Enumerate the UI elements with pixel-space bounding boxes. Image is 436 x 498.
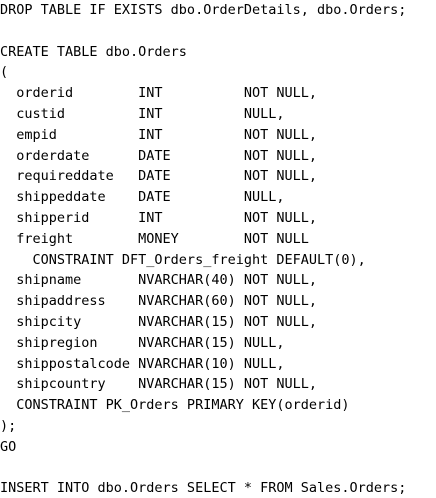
code-line: shippostalcode NVARCHAR(10) NULL, [0, 355, 285, 372]
code-line: shipregion NVARCHAR(15) NULL, [0, 334, 285, 351]
code-line: shipcity NVARCHAR(15) NOT NULL, [0, 314, 317, 330]
code-line: CONSTRAINT DFT_Orders_freight DEFAULT(0)… [0, 251, 366, 268]
code-line: shipcountry NVARCHAR(15) NOT NULL, [0, 376, 317, 393]
code-line: shipname NVARCHAR(40) NOT NULL, [0, 272, 317, 289]
code-line: orderid INT NOT NULL, [0, 85, 317, 102]
code-line: GO [0, 438, 17, 455]
code-line: requireddate DATE NOT NULL, [0, 168, 317, 185]
code-line: shipperid INT NOT NULL, [0, 210, 317, 226]
code-line: custid INT NULL, [0, 106, 285, 122]
code-line: freight MONEY NOT NULL [0, 230, 309, 247]
code-line: CREATE TABLE dbo.Orders [0, 43, 187, 60]
code-line: DROP TABLE IF EXISTS dbo.OrderDetails, d… [0, 2, 407, 18]
code-line: CONSTRAINT PK_Orders PRIMARY KEY(orderid… [0, 397, 350, 414]
code-line: shippeddate DATE NULL, [0, 189, 285, 206]
code-line: INSERT INTO dbo.Orders SELECT * FROM Sal… [0, 480, 407, 497]
code-line: empid INT NOT NULL, [0, 126, 317, 143]
code-line: shipaddress NVARCHAR(60) NOT NULL, [0, 293, 317, 310]
code-line: ( [0, 64, 9, 81]
code-line: orderdate DATE NOT NULL, [0, 147, 317, 164]
code-line: ); [0, 418, 17, 434]
